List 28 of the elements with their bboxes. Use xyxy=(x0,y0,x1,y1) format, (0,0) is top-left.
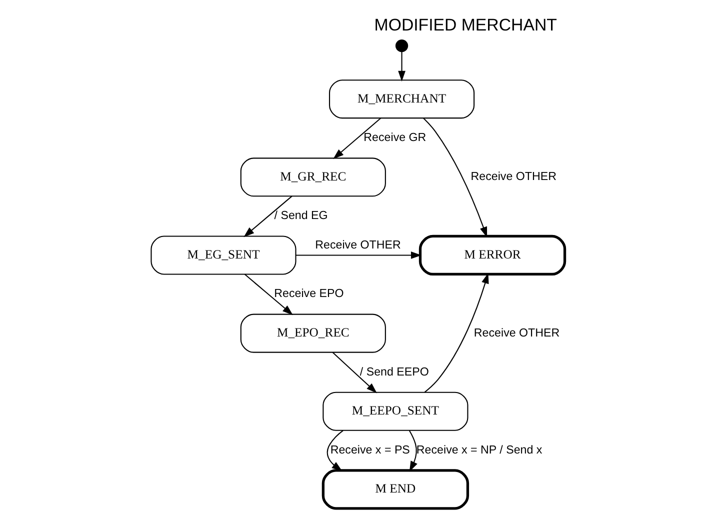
edge-label: Receive x = PS xyxy=(330,443,410,456)
arrow xyxy=(326,430,343,472)
arrow xyxy=(295,252,422,259)
arrow xyxy=(244,274,292,316)
edge-label: Receive EPO xyxy=(274,287,344,300)
arrow xyxy=(408,430,417,472)
edge-label: Receive OTHER xyxy=(473,326,560,340)
diagram-title: MODIFIED MERCHANT xyxy=(374,15,556,34)
edge-label: / Send EG xyxy=(274,209,328,222)
node-box: M END xyxy=(321,469,469,510)
arrow xyxy=(422,118,487,238)
arrow xyxy=(332,118,381,159)
node-box: M_GR_REC xyxy=(240,158,386,197)
edge-label: Receive x = NP / Send x xyxy=(416,443,542,456)
edge-label: Receive OTHER xyxy=(470,170,556,184)
edge-label: Receive GR xyxy=(363,131,426,144)
arrow xyxy=(332,352,376,394)
node-circle xyxy=(394,39,408,52)
edge-label: Receive OTHER xyxy=(314,238,400,252)
node-box: M_EEPO_SENT xyxy=(322,392,468,431)
node-box: M_EG_SENT xyxy=(150,236,296,275)
node-box: M_EPO_REC xyxy=(240,314,386,353)
arrow xyxy=(424,272,488,393)
node-box: M ERROR xyxy=(418,234,566,276)
arrow xyxy=(398,52,405,82)
node-box: M_MERCHANT xyxy=(328,80,474,119)
edge-label: / Send EEPO xyxy=(359,365,428,378)
arrow xyxy=(243,196,292,238)
